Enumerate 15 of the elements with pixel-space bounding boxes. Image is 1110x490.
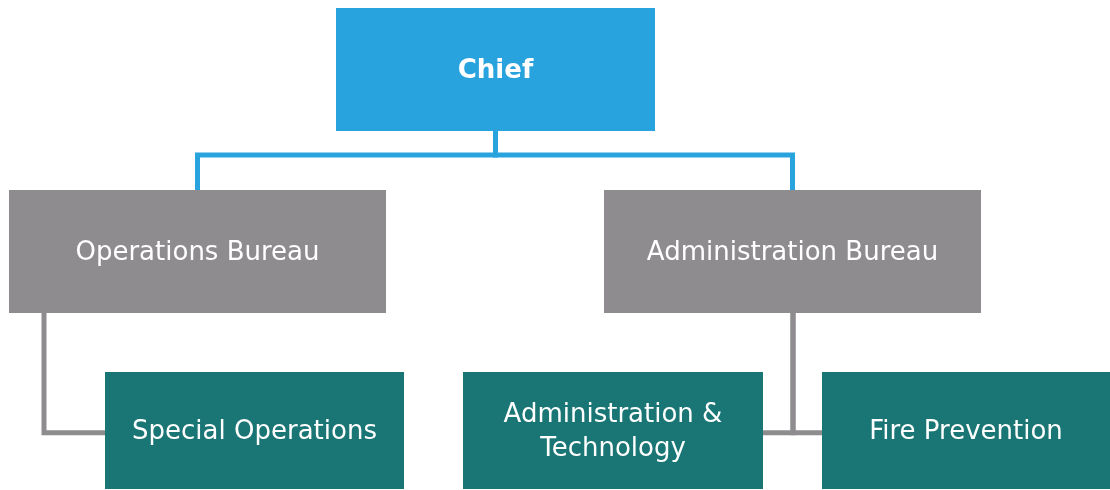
connector-line <box>41 313 105 436</box>
unit-box <box>105 372 404 489</box>
bureau-box <box>9 190 386 313</box>
box-label: Chief <box>457 52 534 86</box>
connector-line <box>790 313 822 436</box>
box-label: Administration & Technology <box>502 396 724 464</box>
box-label: Operations Bureau <box>75 234 320 268</box>
unit-box <box>463 372 763 489</box>
box-label: Fire Prevention <box>869 413 1063 447</box>
unit-box <box>822 372 1110 489</box>
chief-box <box>336 8 655 131</box>
box-label: Administration Bureau <box>646 234 939 268</box>
box-label: Special Operations <box>132 413 377 447</box>
connector-line <box>493 131 795 190</box>
bureau-box <box>604 190 981 313</box>
